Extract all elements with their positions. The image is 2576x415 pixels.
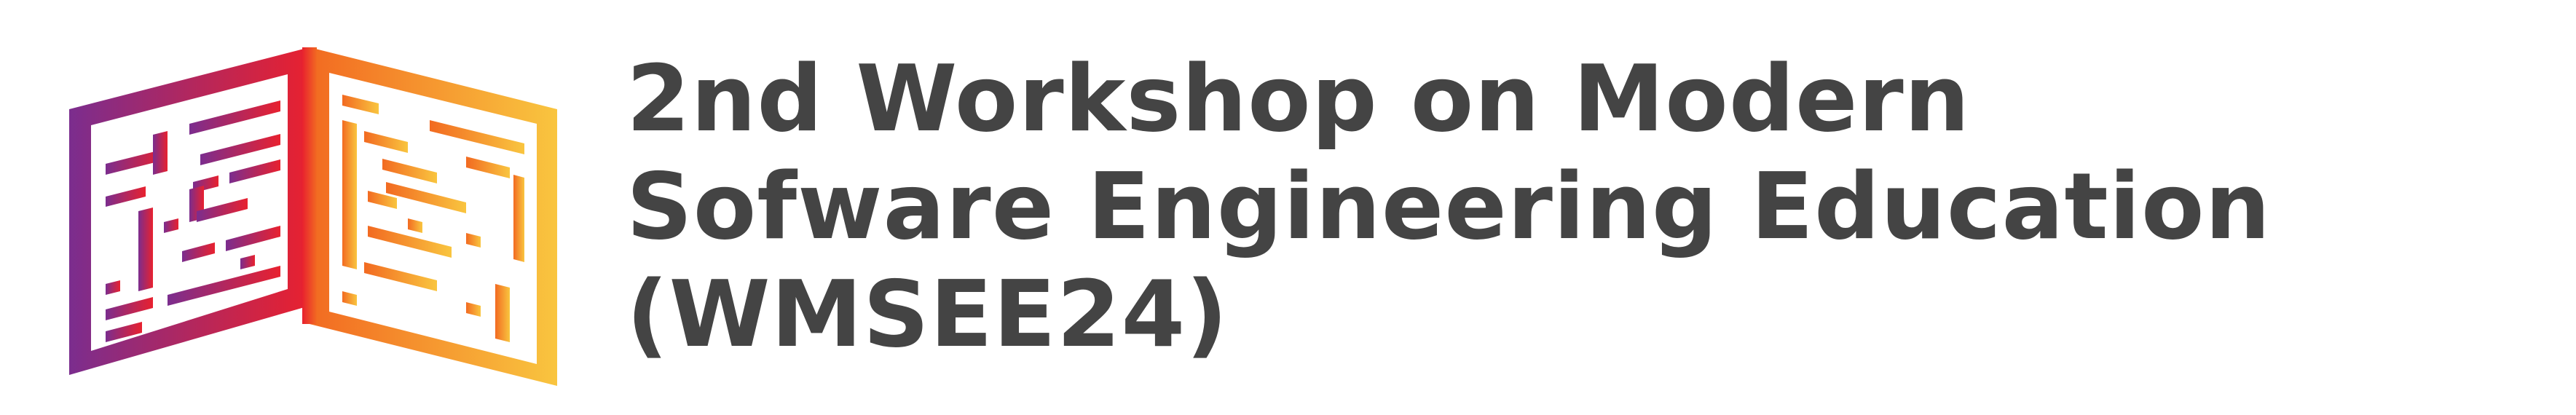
logo-left-page — [69, 47, 310, 375]
logo-spine — [302, 47, 317, 324]
title-line-1: 2nd Workshop on Modern — [626, 45, 1971, 152]
title-line-2: Sofware Engineering Education — [626, 153, 2272, 260]
book-maze-logo-icon — [69, 47, 557, 386]
logo-right-page — [310, 47, 557, 386]
workshop-title: 2nd Workshop on Modern Sofware Engineeri… — [626, 45, 2549, 368]
title-line-3: (WMSEE24) — [626, 261, 1229, 368]
